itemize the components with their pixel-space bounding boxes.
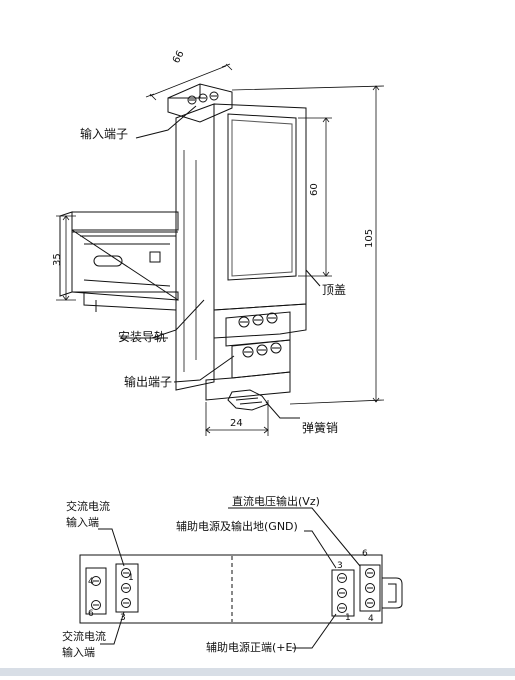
label-dc-output: 直流电压输出(Vz)	[232, 494, 320, 508]
label-ac-input-top-1: 交流电流	[66, 499, 110, 513]
iso-dimensions	[56, 63, 385, 436]
dim-total-height: 105	[364, 229, 375, 248]
label-aux-plus: 辅助电源正端(+E)	[206, 640, 297, 654]
pin-right-top: 3	[337, 561, 343, 571]
dim-module-width: 24	[230, 418, 243, 429]
pin-right-bottom: 1	[345, 613, 351, 623]
label-ac-input-top-2: 输入端	[66, 515, 99, 529]
din-rail	[59, 211, 179, 312]
label-top-cover: 顶盖	[322, 283, 346, 297]
dim-cover-height: 60	[309, 183, 320, 196]
label-ac-input-bottom-1: 交流电流	[62, 629, 106, 643]
label-spring-pin: 弹簧销	[302, 420, 338, 435]
pin-left-top: 1	[128, 573, 134, 583]
pin-left-bottom: 3	[120, 613, 126, 623]
wiring-leaders	[98, 507, 361, 649]
pin-right-outer-top: 6	[362, 549, 368, 559]
module-body	[167, 83, 307, 411]
pin-left-box-top: 4	[88, 577, 94, 587]
label-ac-input-bottom-2: 输入端	[62, 645, 95, 659]
label-input-terminal: 输入端子	[80, 126, 128, 141]
pin-right-outer-bottom: 4	[368, 614, 374, 624]
dim-depth: 66	[171, 49, 187, 65]
dim-rail-width: 35	[52, 253, 63, 266]
label-output-terminal: 输出端子	[124, 374, 172, 389]
bottom-strip	[0, 668, 515, 676]
iso-leaders	[120, 105, 321, 419]
label-aux-gnd: 辅助电源及输出地(GND)	[176, 519, 298, 533]
wiring-module	[79, 554, 403, 624]
label-mount-rail: 安装导轨	[118, 329, 166, 344]
pin-left-box-bottom: 6	[88, 609, 94, 619]
